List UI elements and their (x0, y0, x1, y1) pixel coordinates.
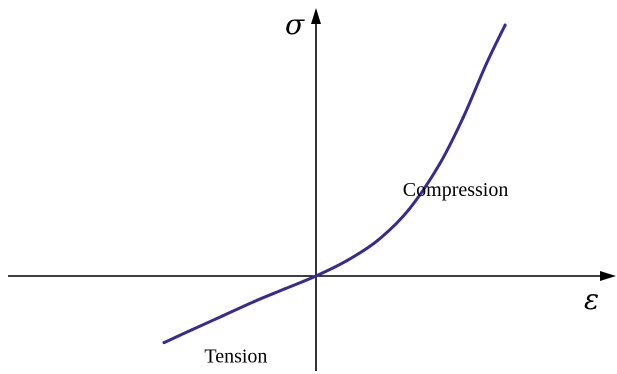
data-point-8 (407, 207, 411, 211)
data-point-4 (283, 287, 287, 291)
data-point-3 (252, 300, 256, 304)
data-point-10 (461, 115, 465, 119)
data-point-0 (162, 341, 166, 345)
y-axis-arrow-icon (311, 8, 321, 24)
data-point-7 (376, 238, 380, 242)
data-point-6 (345, 259, 349, 263)
annotation-tension: Tension (204, 345, 267, 367)
data-point-1 (190, 328, 194, 332)
y-axis-label: σ (285, 8, 305, 41)
axes (8, 8, 616, 371)
annotation-compression: Compression (403, 179, 509, 201)
x-axis-arrow-icon (600, 271, 616, 281)
data-point-12 (503, 23, 507, 27)
data-point-11 (485, 62, 488, 66)
data-point-2 (221, 314, 225, 318)
data-points (162, 23, 507, 345)
data-point-5 (314, 274, 318, 278)
x-axis-label: ε (584, 283, 599, 316)
data-point-9 (438, 161, 442, 165)
